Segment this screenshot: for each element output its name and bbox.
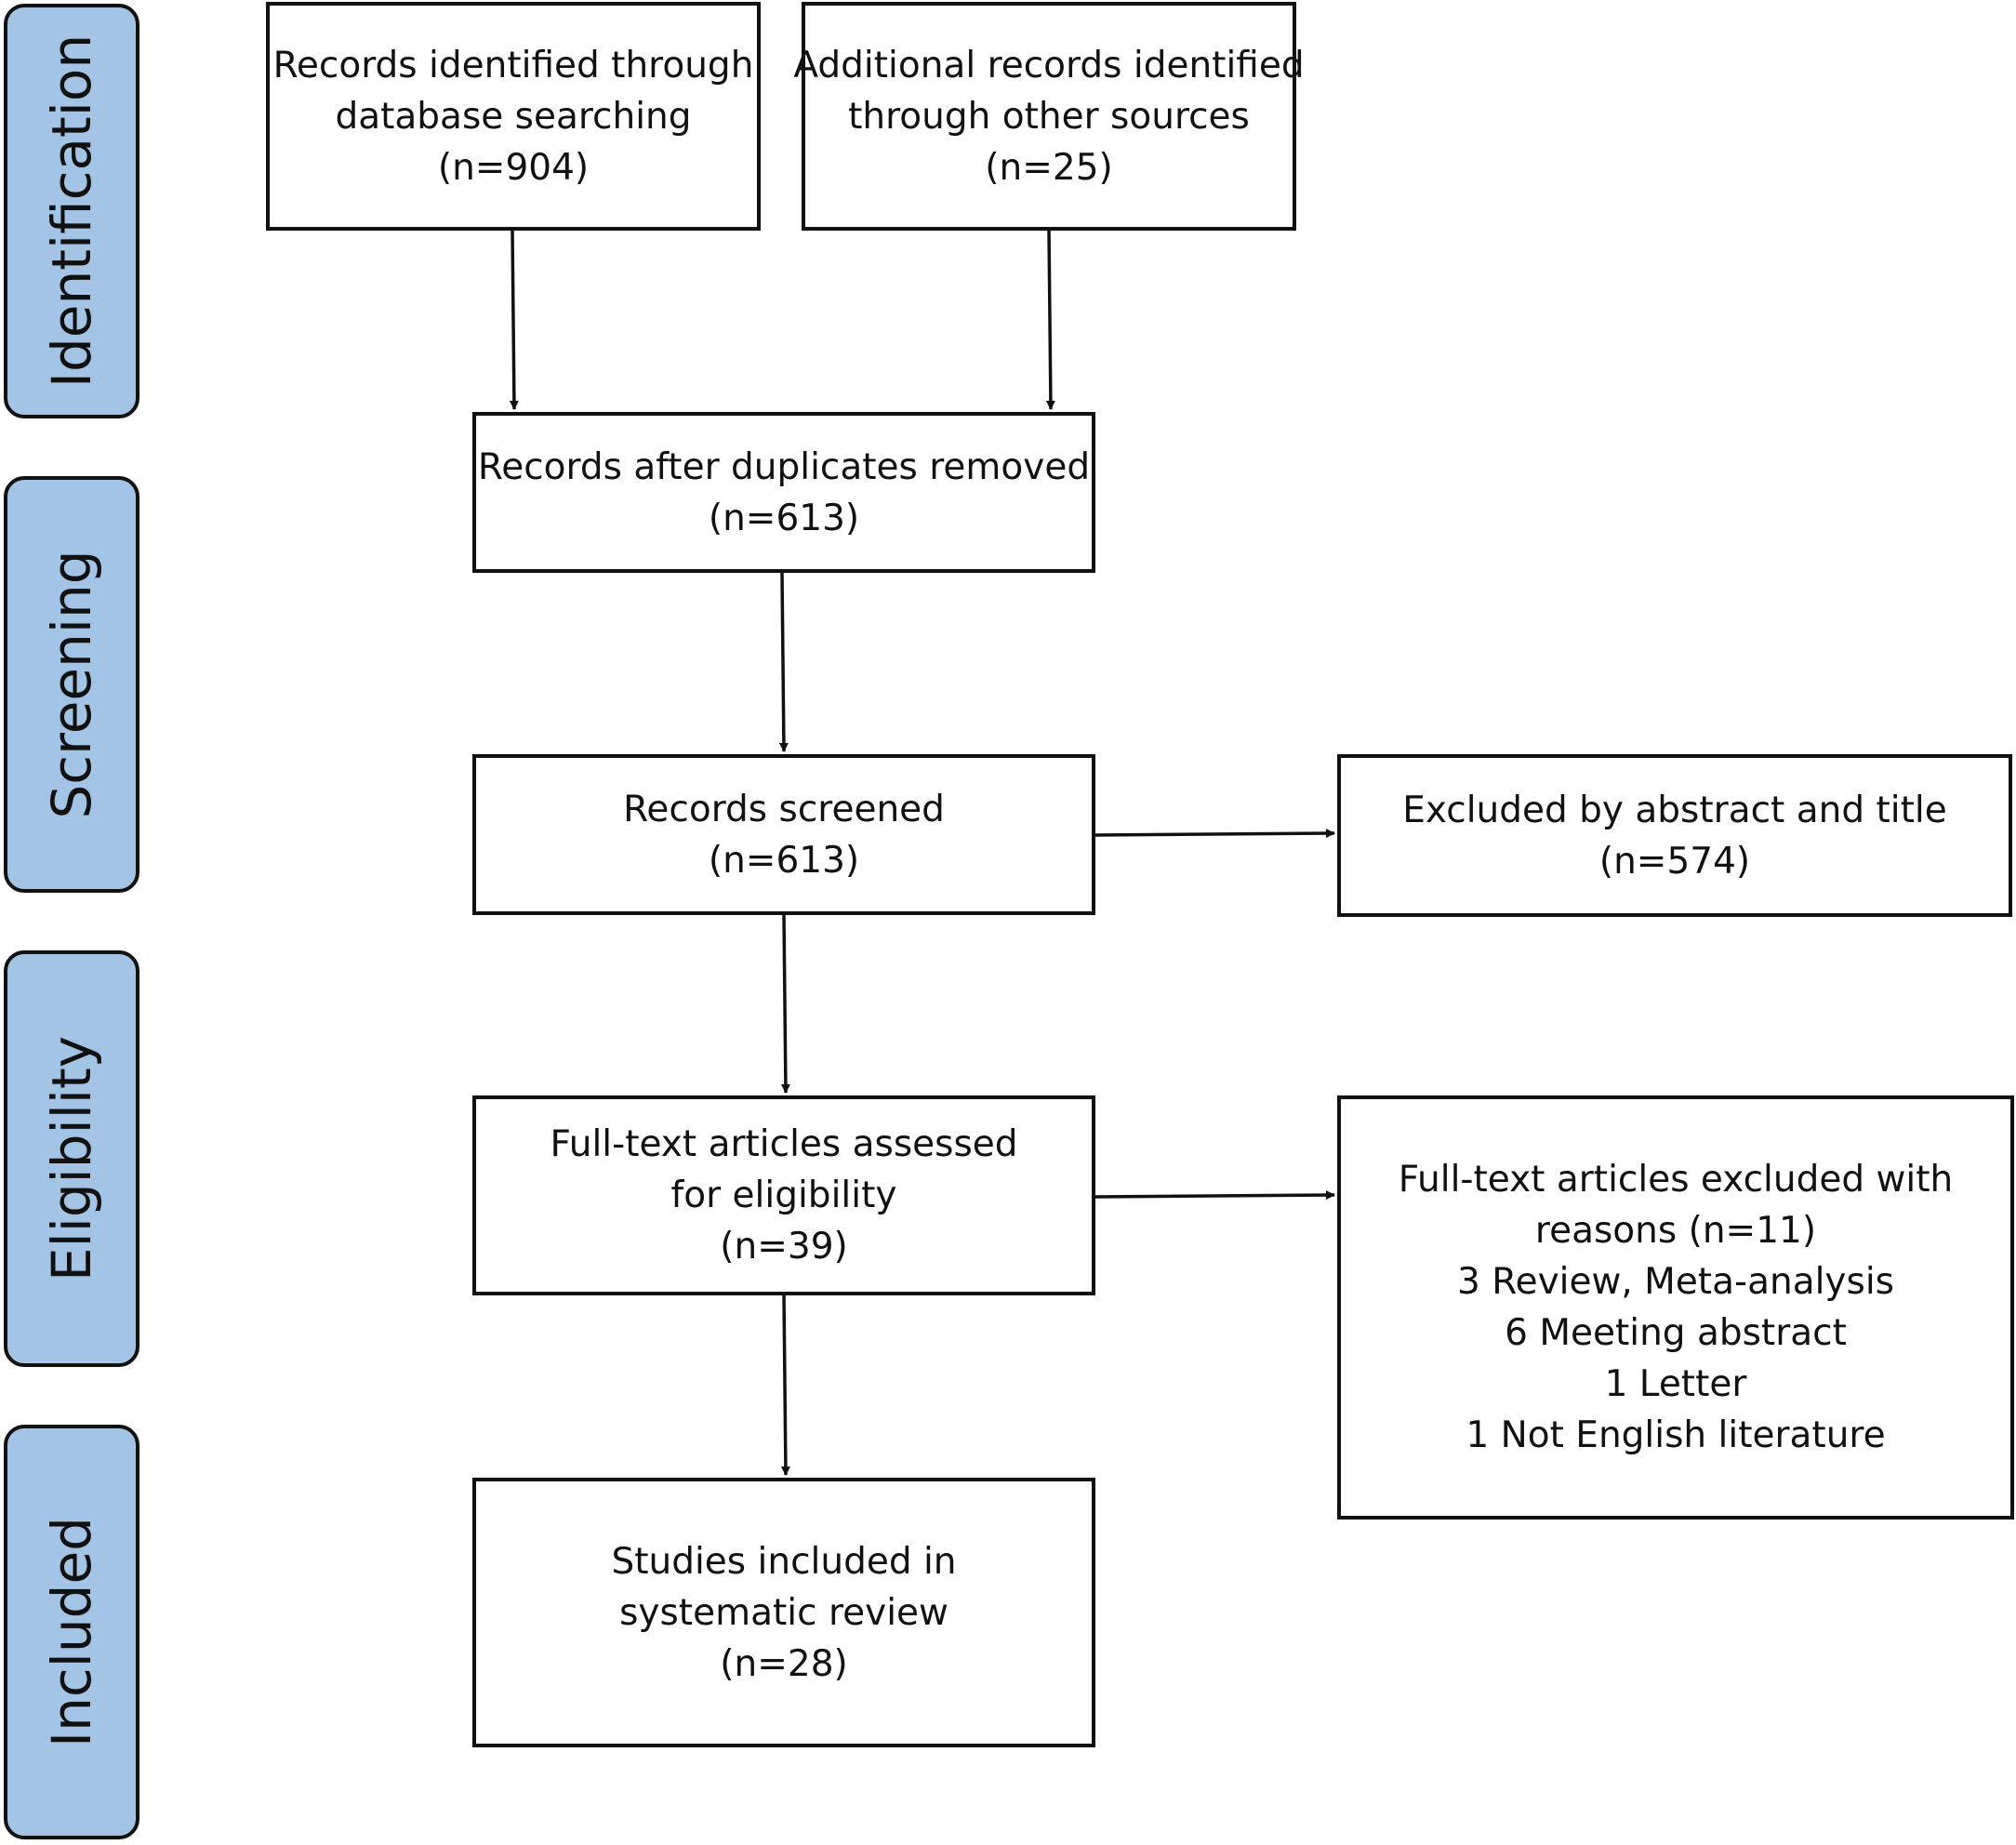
box-line: 1 Not English literature <box>1466 1414 1886 1456</box>
box-line: Records after duplicates removed <box>477 445 1091 488</box>
box-line: Full-text articles assessed <box>550 1123 1018 1165</box>
box-line: Records identified through <box>272 44 754 86</box>
box-line: Full-text articles excluded with <box>1398 1159 1954 1201</box>
box-line: Excluded by abstract and title <box>1402 789 1947 831</box>
box-studies-included: Studies included in systematic review (n… <box>472 1478 1095 1747</box>
arrow-database-to-duplicates <box>509 230 519 410</box>
arrow-fulltext-to-excluded <box>1094 1190 1335 1201</box>
arrow-fulltext-to-included <box>780 1294 790 1476</box>
box-line: 6 Meeting abstract <box>1505 1312 1847 1354</box>
box-fulltext-assessed: Full-text articles assessed for eligibil… <box>472 1095 1095 1295</box>
box-line: (n=574) <box>1598 840 1751 883</box>
box-line: reasons (n=11) <box>1534 1210 1817 1252</box>
box-line: systematic review <box>619 1591 948 1634</box>
box-line: 3 Review, Meta-analysis <box>1457 1261 1894 1303</box>
box-excluded-abstract: Excluded by abstract and title (n=574) <box>1337 754 2012 917</box>
arrow-other-to-duplicates <box>1045 230 1055 410</box>
box-line: Additional records identified <box>793 44 1305 86</box>
arrow-screened-to-fulltext <box>780 914 790 1094</box>
box-line: 1 Letter <box>1604 1363 1747 1405</box>
box-line: Studies included in <box>611 1540 957 1583</box>
box-line: for eligibility <box>670 1175 897 1216</box>
arrow-screened-to-excluded <box>1094 829 1335 839</box>
phase-eligibility: Eligibility <box>4 950 139 1367</box>
box-fulltext-excluded: Full-text articles excluded with reasons… <box>1337 1095 2014 1520</box>
box-line: (n=28) <box>720 1642 848 1685</box>
box-other-sources: Additional records identified through ot… <box>793 2 1305 231</box>
box-line: database searching <box>335 95 692 138</box>
box-duplicates-removed: Records after duplicates removed (n=613) <box>472 412 1095 573</box>
phase-identification: Identification <box>4 4 139 418</box>
arrow-duplicates-to-screened <box>778 572 789 752</box>
box-line: (n=25) <box>985 146 1113 189</box>
box-database-search: Records identified through database sear… <box>266 2 761 231</box>
phase-included: Included <box>4 1425 139 1839</box>
box-line: Records screened <box>623 788 945 830</box>
box-line: (n=613) <box>708 839 860 882</box>
box-records-screened: Records screened (n=613) <box>472 754 1095 915</box>
box-line: (n=904) <box>437 146 590 189</box>
box-line: (n=39) <box>720 1226 848 1268</box>
phase-screening: Screening <box>4 476 139 893</box>
box-line: (n=613) <box>708 497 860 539</box>
box-line: through other sources <box>848 95 1250 138</box>
